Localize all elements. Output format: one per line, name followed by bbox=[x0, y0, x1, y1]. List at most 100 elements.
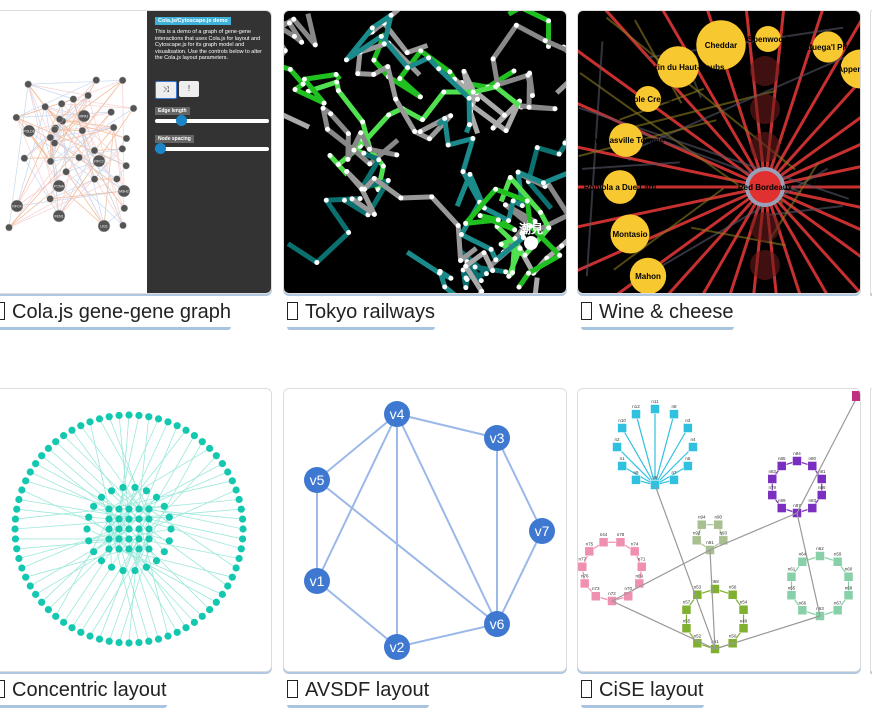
edge bbox=[108, 508, 150, 642]
edge bbox=[585, 41, 604, 277]
node bbox=[95, 415, 104, 423]
wine-demo-link[interactable]: Wine & cheese bbox=[581, 300, 734, 330]
node-spacing-slider[interactable] bbox=[155, 143, 269, 154]
gene-node bbox=[113, 175, 121, 183]
station bbox=[501, 112, 507, 118]
edge bbox=[578, 119, 717, 158]
node bbox=[484, 611, 510, 637]
node bbox=[797, 605, 808, 616]
node bbox=[224, 582, 232, 590]
node bbox=[125, 525, 133, 533]
edge bbox=[86, 528, 110, 540]
node-label: n92 bbox=[693, 530, 701, 535]
edge-length-slider[interactable] bbox=[155, 115, 269, 126]
concentric-demo-link[interactable]: Concentric layout bbox=[0, 678, 167, 708]
node bbox=[15, 495, 23, 504]
node bbox=[135, 638, 143, 647]
slider-thumb[interactable] bbox=[175, 115, 187, 126]
gene-node bbox=[46, 157, 55, 166]
edge bbox=[35, 463, 120, 510]
station-label: 潮見 bbox=[519, 221, 543, 236]
node bbox=[145, 515, 153, 523]
node bbox=[629, 546, 640, 557]
gene-node bbox=[107, 108, 115, 116]
gene-label: RPA1 bbox=[80, 115, 89, 119]
edge bbox=[41, 455, 110, 510]
node bbox=[852, 391, 860, 401]
gene-node bbox=[5, 223, 13, 232]
edge bbox=[88, 516, 130, 550]
station bbox=[495, 82, 501, 88]
missing-glyph-icon bbox=[0, 302, 5, 320]
edge bbox=[71, 538, 130, 628]
avsdf-demo-link[interactable]: AVSDF layout bbox=[287, 678, 430, 708]
station bbox=[526, 270, 532, 276]
node bbox=[206, 444, 214, 452]
station bbox=[477, 213, 483, 219]
node bbox=[107, 487, 116, 495]
station bbox=[542, 38, 548, 44]
node-label: n89 bbox=[778, 498, 786, 503]
next-demo-card[interactable] bbox=[870, 388, 872, 672]
node bbox=[738, 604, 749, 615]
node-label: v6 bbox=[490, 616, 505, 632]
cheese-label: Spenwood bbox=[748, 35, 789, 44]
pairing-edge bbox=[763, 11, 824, 188]
node bbox=[125, 515, 133, 523]
station bbox=[324, 126, 330, 132]
node bbox=[650, 404, 660, 414]
next-demo-card[interactable] bbox=[870, 10, 872, 294]
gene-label: RFC2 bbox=[94, 160, 103, 164]
node bbox=[119, 566, 127, 575]
edge bbox=[50, 148, 123, 162]
station bbox=[394, 152, 400, 158]
node bbox=[135, 411, 143, 420]
node-label: n77 bbox=[579, 557, 587, 562]
station bbox=[323, 197, 329, 203]
slider-thumb[interactable] bbox=[155, 143, 166, 154]
station bbox=[490, 56, 496, 62]
node-label: v3 bbox=[490, 430, 505, 446]
edge bbox=[50, 137, 118, 180]
cheese-label: Thomasville Tomme bbox=[588, 136, 665, 145]
pin-button[interactable]: ! bbox=[179, 81, 199, 97]
node bbox=[105, 545, 113, 553]
edge bbox=[28, 83, 89, 96]
node bbox=[105, 637, 113, 645]
cise-demo-link[interactable]: CiSE layout bbox=[581, 678, 704, 708]
cheese-label: Cheddar bbox=[705, 41, 737, 50]
node-label: n44 bbox=[600, 532, 608, 537]
edge bbox=[78, 157, 125, 192]
tokyo-demo-link[interactable]: Tokyo railways bbox=[287, 300, 436, 330]
edge bbox=[619, 87, 705, 121]
shuffle-icon: ⤨ bbox=[162, 85, 170, 94]
node bbox=[843, 571, 854, 582]
station bbox=[405, 65, 411, 71]
concentric-demo-card[interactable] bbox=[0, 388, 272, 672]
station bbox=[466, 95, 472, 101]
cola-demo-link[interactable]: Cola.js gene-gene graph bbox=[0, 300, 232, 330]
station bbox=[488, 246, 494, 252]
node bbox=[792, 456, 802, 466]
node bbox=[238, 535, 247, 543]
station bbox=[474, 96, 480, 102]
gene-node bbox=[117, 184, 131, 198]
node bbox=[832, 556, 843, 567]
station bbox=[412, 129, 418, 135]
node bbox=[815, 551, 825, 561]
missing-glyph-icon bbox=[581, 680, 592, 698]
station bbox=[472, 264, 478, 270]
edge bbox=[8, 80, 123, 228]
randomize-button[interactable]: ⤨ bbox=[155, 81, 177, 99]
station bbox=[516, 284, 522, 290]
node bbox=[95, 635, 104, 643]
node bbox=[107, 563, 116, 571]
missing-glyph-icon bbox=[287, 680, 298, 698]
edge bbox=[128, 528, 170, 542]
tokyo-demo-card[interactable]: 潮見 bbox=[283, 10, 567, 294]
